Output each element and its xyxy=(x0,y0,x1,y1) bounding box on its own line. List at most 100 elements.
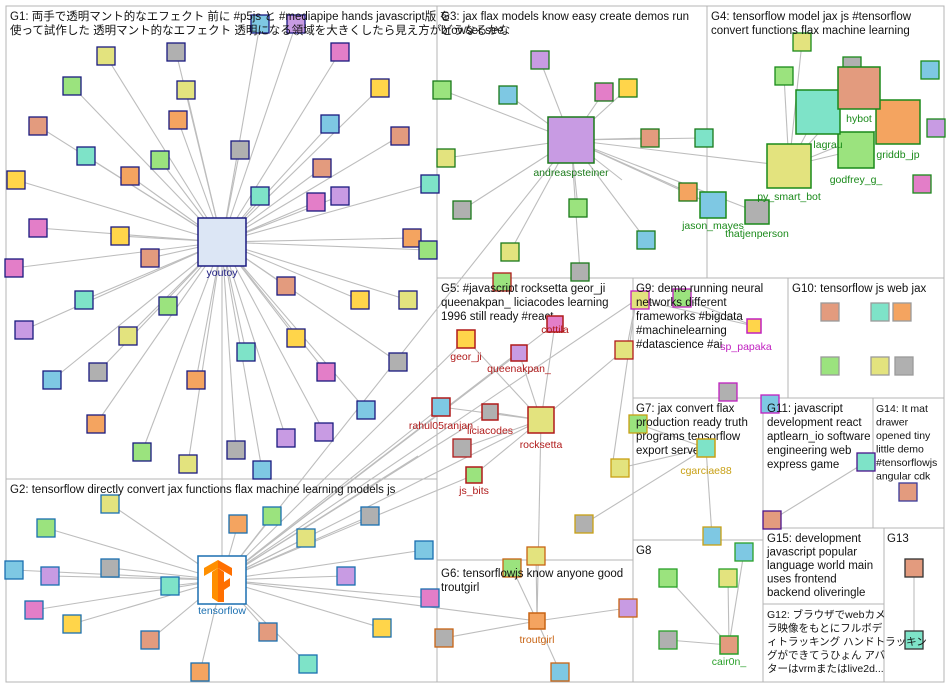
node-g1-33[interactable] xyxy=(320,114,340,134)
hub-node-youtoy[interactable] xyxy=(197,217,247,267)
node-g2-4[interactable] xyxy=(40,566,60,586)
node-g1-39[interactable] xyxy=(86,414,106,434)
node-g1-25[interactable] xyxy=(4,258,24,278)
node-g9-2[interactable] xyxy=(718,382,738,402)
node-g1-19[interactable] xyxy=(186,370,206,390)
node-g6-2[interactable] xyxy=(434,628,454,648)
hub-node-py_smart_bot[interactable] xyxy=(766,143,812,189)
node-g1-8[interactable] xyxy=(420,174,440,194)
node-g1-24[interactable] xyxy=(14,320,34,340)
hub-node-godfrey_g_[interactable] xyxy=(837,131,875,169)
node-g2-10[interactable] xyxy=(262,506,282,526)
node-g1-27[interactable] xyxy=(28,116,48,136)
node-g1-10[interactable] xyxy=(418,240,438,260)
node-g3-0[interactable] xyxy=(432,80,452,100)
node-g13-0[interactable] xyxy=(904,558,924,578)
node-g3-9[interactable] xyxy=(678,182,698,202)
hub-node-thatjenperson[interactable] xyxy=(744,199,770,225)
node-g1-0[interactable] xyxy=(62,76,82,96)
node-g7-2[interactable] xyxy=(574,514,594,534)
node-g2-3[interactable] xyxy=(4,560,24,580)
node-g3-7[interactable] xyxy=(640,128,660,148)
node-g1-16[interactable] xyxy=(286,328,306,348)
node-g1-15[interactable] xyxy=(316,362,336,382)
hub-node-jason_mayes[interactable] xyxy=(699,191,727,219)
node-g10-3[interactable] xyxy=(820,356,840,376)
node-g1-12[interactable] xyxy=(388,352,408,372)
node-g2-2[interactable] xyxy=(100,558,120,578)
node-g1-5[interactable] xyxy=(330,42,350,62)
node-g1-22[interactable] xyxy=(88,362,108,382)
node-g1-3[interactable] xyxy=(250,14,270,34)
node-g10-2[interactable] xyxy=(892,302,912,322)
node-g2-9[interactable] xyxy=(228,514,248,534)
node-g6-4[interactable] xyxy=(618,598,638,618)
node-g3-6[interactable] xyxy=(618,78,638,98)
hub-node-andreaspsteiner[interactable] xyxy=(547,116,595,164)
node-g11-1[interactable] xyxy=(856,452,876,472)
node-g1-38[interactable] xyxy=(74,290,94,310)
node-g1-23[interactable] xyxy=(42,370,62,390)
node-g1-29[interactable] xyxy=(120,166,140,186)
node-g3-12[interactable] xyxy=(570,262,590,282)
node-g11-0[interactable] xyxy=(762,510,782,530)
node-g2-18[interactable] xyxy=(298,654,318,674)
node-g1-14[interactable] xyxy=(314,422,334,442)
node-g2-19[interactable] xyxy=(190,662,210,682)
node-g3-10[interactable] xyxy=(568,198,588,218)
hub-node-js_bits[interactable] xyxy=(465,466,483,484)
node-g1-32[interactable] xyxy=(230,140,250,160)
node-g1-35[interactable] xyxy=(306,192,326,212)
node-g6-1[interactable] xyxy=(526,546,546,566)
hub-node-troutgirl[interactable] xyxy=(528,612,546,630)
hub-node-hybot[interactable] xyxy=(837,66,881,110)
node-g1-48[interactable] xyxy=(250,186,270,206)
hub-node-rocksetta[interactable] xyxy=(527,406,555,434)
node-g1-18[interactable] xyxy=(236,342,256,362)
hub-node-geor_ji[interactable] xyxy=(456,329,476,349)
node-g2-6[interactable] xyxy=(62,614,82,634)
node-g2-17[interactable] xyxy=(258,622,278,642)
node-g3-13[interactable] xyxy=(636,230,656,250)
node-g1-45[interactable] xyxy=(28,218,48,238)
node-g10-5[interactable] xyxy=(894,356,914,376)
node-g1-4[interactable] xyxy=(286,14,306,34)
node-g7-1[interactable] xyxy=(610,458,630,478)
node-g1-13[interactable] xyxy=(356,400,376,420)
node-g4-3[interactable] xyxy=(920,60,940,80)
node-g4-5[interactable] xyxy=(912,174,932,194)
node-g4-0[interactable] xyxy=(774,66,794,86)
node-g1-28[interactable] xyxy=(76,146,96,166)
node-g8-3[interactable] xyxy=(734,542,754,562)
node-g1-46[interactable] xyxy=(110,226,130,246)
node-g8-0[interactable] xyxy=(658,568,678,588)
node-g2-15[interactable] xyxy=(420,588,440,608)
node-g3-8[interactable] xyxy=(694,128,714,148)
node-g1-34[interactable] xyxy=(330,186,350,206)
node-g6-0[interactable] xyxy=(502,558,522,578)
node-g6-3[interactable] xyxy=(550,662,570,682)
node-g1-36[interactable] xyxy=(350,290,370,310)
node-g8-1[interactable] xyxy=(718,568,738,588)
node-g1-42[interactable] xyxy=(226,440,246,460)
node-g1-21[interactable] xyxy=(118,326,138,346)
hub-node-cair0n_[interactable] xyxy=(719,635,739,655)
node-g1-40[interactable] xyxy=(132,442,152,462)
hub-node-lagrau[interactable] xyxy=(795,89,841,135)
node-g1-47[interactable] xyxy=(312,158,332,178)
node-g2-7[interactable] xyxy=(140,630,160,650)
node-g1-17[interactable] xyxy=(276,276,296,296)
node-g1-9[interactable] xyxy=(402,228,422,248)
node-g3-1[interactable] xyxy=(436,148,456,168)
hub-node-griddb_jp[interactable] xyxy=(875,99,921,145)
node-g1-6[interactable] xyxy=(370,78,390,98)
node-g1-30[interactable] xyxy=(150,150,170,170)
node-g3-5[interactable] xyxy=(594,82,614,102)
node-g5-0[interactable] xyxy=(492,272,512,292)
node-g5-2[interactable] xyxy=(452,438,472,458)
node-g2-11[interactable] xyxy=(296,528,316,548)
hub-node-rahul05ranjan[interactable] xyxy=(431,397,451,417)
node-g9-1[interactable] xyxy=(630,290,650,310)
node-g4-4[interactable] xyxy=(926,118,946,138)
node-g1-26[interactable] xyxy=(6,170,26,190)
